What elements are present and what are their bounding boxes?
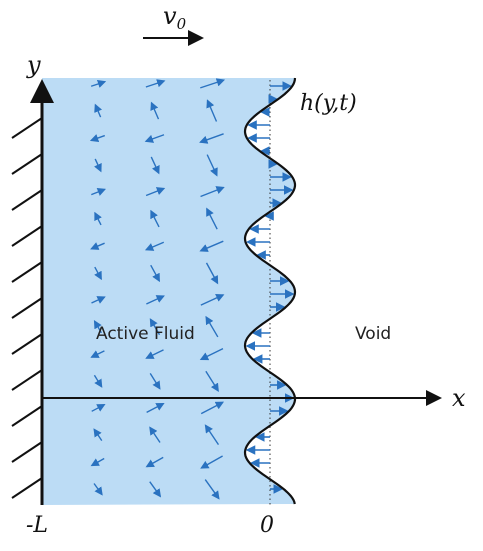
wall-hatch-mark bbox=[11, 441, 43, 463]
interface-curve bbox=[243, 77, 297, 505]
flow-arrow bbox=[150, 209, 160, 228]
flow-arrow bbox=[204, 424, 220, 446]
wall-hatch-mark bbox=[11, 189, 43, 211]
flow-arrow bbox=[146, 295, 165, 305]
flow-arrow bbox=[145, 187, 166, 197]
wall-hatch-mark bbox=[11, 261, 43, 283]
flow-arrow bbox=[149, 318, 161, 336]
flow-arrow bbox=[204, 479, 220, 500]
active-fluid-region bbox=[42, 78, 295, 505]
flow-arrow bbox=[149, 426, 161, 443]
flow-arrow bbox=[93, 483, 103, 496]
wall-hatch-mark bbox=[11, 153, 43, 175]
flow-arrow bbox=[146, 402, 165, 414]
flow-arrow bbox=[91, 296, 106, 304]
wall-hatch-mark bbox=[11, 405, 43, 427]
flow-arrow bbox=[90, 350, 105, 358]
wall-hatch-mark bbox=[11, 117, 43, 139]
flow-arrow bbox=[206, 207, 218, 230]
flow-arrow bbox=[199, 240, 224, 252]
flow-arrow bbox=[206, 99, 218, 122]
flow-arrow bbox=[91, 404, 106, 412]
flow-arrow bbox=[93, 319, 103, 334]
wall-hatch-mark bbox=[11, 369, 43, 391]
wall-hatch-mark bbox=[11, 225, 43, 247]
flow-arrow bbox=[149, 373, 161, 390]
flow-arrow bbox=[205, 370, 219, 392]
void-label: Void bbox=[355, 324, 391, 344]
x-zero-tick-label: 0 bbox=[260, 513, 274, 538]
flow-arrow bbox=[150, 156, 160, 175]
flow-arrow bbox=[94, 266, 102, 281]
flow-arrow bbox=[89, 134, 106, 143]
flow-arrow bbox=[149, 481, 162, 498]
flow-arrow bbox=[200, 293, 225, 306]
x-axis-label: x bbox=[452, 384, 466, 412]
flow-arrow bbox=[206, 154, 218, 177]
flow-arrow bbox=[93, 428, 103, 442]
flow-arrow bbox=[145, 349, 164, 359]
flow-arrow bbox=[91, 188, 106, 196]
flow-arrow bbox=[94, 211, 102, 226]
x-left-tick-label: -L bbox=[26, 513, 48, 538]
flow-field bbox=[89, 78, 295, 500]
flow-arrow bbox=[200, 186, 225, 198]
y-axis-label: y bbox=[26, 51, 41, 79]
flow-arrow bbox=[199, 347, 224, 361]
flow-arrow bbox=[90, 457, 105, 467]
flow-arrow bbox=[205, 262, 219, 285]
flow-arrow bbox=[199, 133, 224, 144]
flow-arrow bbox=[145, 456, 164, 468]
wall-hatch-mark bbox=[11, 477, 43, 499]
flow-arrow bbox=[93, 374, 103, 388]
velocity-label: v0 bbox=[163, 2, 187, 33]
hatched-wall-icon bbox=[11, 117, 43, 499]
flow-arrow bbox=[144, 241, 165, 251]
flow-arrow bbox=[150, 101, 160, 120]
active-fluid-label: Active Fluid bbox=[96, 324, 195, 344]
flow-arrow bbox=[144, 134, 165, 143]
wall-hatch-mark bbox=[11, 297, 43, 319]
flow-arrow bbox=[200, 401, 225, 415]
wall-hatch-mark bbox=[11, 333, 43, 355]
flow-arrow bbox=[94, 158, 102, 173]
flow-arrow bbox=[145, 79, 166, 88]
interface-function-label: h(y,t) bbox=[300, 91, 357, 116]
flow-arrow bbox=[200, 78, 226, 89]
flow-arrow bbox=[94, 103, 102, 118]
flow-arrow bbox=[150, 264, 160, 283]
flow-arrow bbox=[90, 242, 105, 250]
flow-arrow bbox=[90, 79, 107, 88]
flow-arrow bbox=[205, 315, 219, 338]
flow-arrow bbox=[200, 455, 223, 469]
